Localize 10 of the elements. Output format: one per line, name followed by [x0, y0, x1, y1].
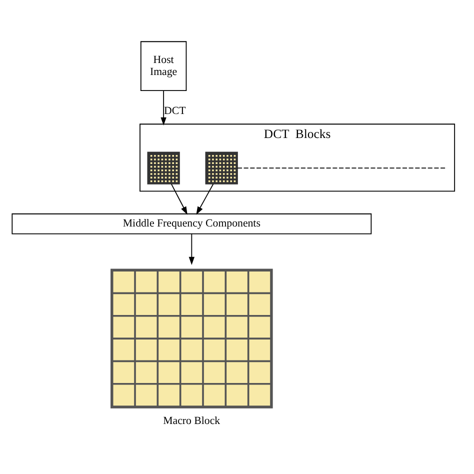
- arrow: [196, 184, 214, 215]
- node-label: Macro Block: [163, 414, 220, 427]
- arrow: [188, 234, 195, 266]
- arrow: [160, 90, 166, 126]
- arrow: [170, 184, 188, 215]
- node-box: Host Image: [140, 41, 187, 92]
- connector: [237, 168, 448, 169]
- edge-label: DCT: [164, 104, 186, 117]
- node-box: Middle Frequency Components: [12, 213, 372, 234]
- cluster: DCT Blocks: [140, 124, 456, 192]
